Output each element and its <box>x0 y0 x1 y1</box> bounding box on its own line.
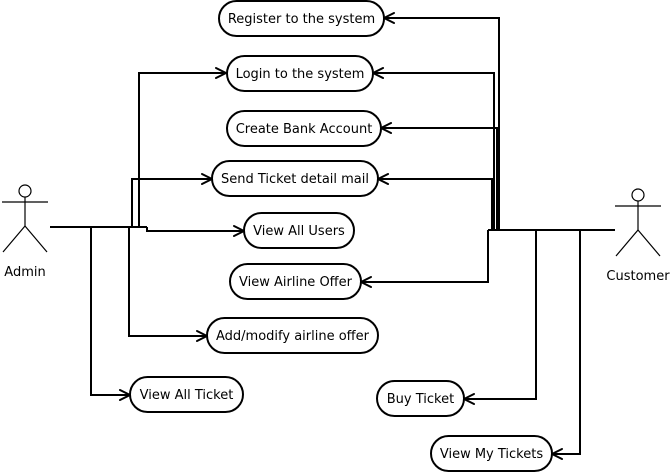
edge-customer-view-airline-offer <box>361 230 489 283</box>
use-case-label-view-all-ticket: View All Ticket <box>140 388 234 403</box>
edge-customer-send-ticket-mail <box>378 178 493 230</box>
arrowhead-admin-login <box>215 67 227 79</box>
use-case-create-bank-account: Create Bank Account <box>226 110 382 147</box>
use-case-view-all-users: View All Users <box>243 212 355 249</box>
edge-admin-login <box>138 72 226 227</box>
actor-label-customer: Customer <box>606 269 670 284</box>
edge-customer-login <box>373 72 495 230</box>
edge-admin-send-ticket-mail <box>131 178 212 227</box>
use-case-label-buy-ticket: Buy Ticket <box>387 392 454 407</box>
use-case-add-modify-offer: Add/modify airline offer <box>206 317 379 354</box>
edge-customer-buy-ticket <box>464 230 537 400</box>
edge-admin-view-all-users <box>146 227 244 232</box>
connectors <box>50 12 615 460</box>
actor-admin: Admin <box>2 184 48 280</box>
edge-customer-create-bank-account <box>381 127 498 230</box>
use-case-view-my-tickets: View My Tickets <box>430 435 553 472</box>
use-case-label-send-ticket-mail: Send Ticket detail mail <box>221 172 369 187</box>
edge-customer-register <box>384 17 500 230</box>
customer-stick-figure-icon <box>615 188 661 257</box>
edge-admin-add-modify-offer <box>128 227 207 337</box>
use-case-register: Register to the system <box>218 0 385 37</box>
admin-stick-figure-icon <box>2 184 48 253</box>
use-case-login: Login to the system <box>226 55 374 92</box>
actor-label-admin: Admin <box>4 265 45 280</box>
use-case-label-register: Register to the system <box>228 12 375 27</box>
use-case-label-view-all-users: View All Users <box>253 224 345 239</box>
use-case-label-login: Login to the system <box>236 67 365 82</box>
use-case-buy-ticket: Buy Ticket <box>376 380 465 417</box>
edge-customer-view-my-tickets <box>552 230 581 455</box>
edge-admin-view-all-ticket <box>90 227 130 396</box>
use-case-send-ticket-mail: Send Ticket detail mail <box>211 160 379 197</box>
use-case-label-create-bank-account: Create Bank Account <box>236 122 373 137</box>
use-case-view-all-ticket: View All Ticket <box>129 376 244 413</box>
use-case-view-airline-offer: View Airline Offer <box>229 263 362 300</box>
use-case-label-add-modify-offer: Add/modify airline offer <box>216 329 370 344</box>
actor-customer: Customer <box>606 188 670 284</box>
use-case-label-view-airline-offer: View Airline Offer <box>239 275 353 290</box>
use-case-label-view-my-tickets: View My Tickets <box>440 447 543 462</box>
